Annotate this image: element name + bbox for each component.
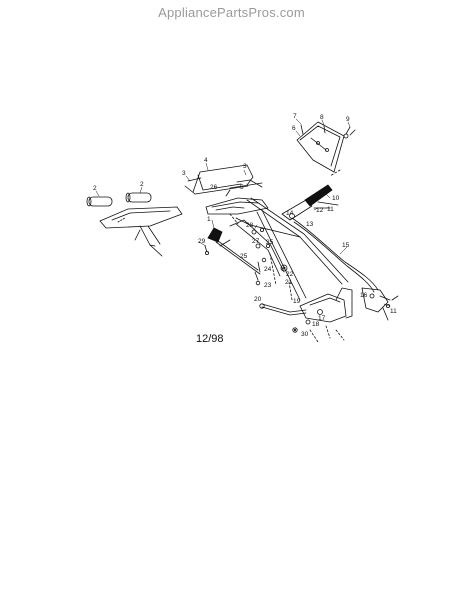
callout-27: 27 [252,238,260,245]
callout-2a: 2 [93,185,97,192]
handle-tube [235,197,349,301]
callout-30: 30 [301,331,309,338]
callout-25b: 25 [266,239,274,246]
callout-4: 4 [204,157,208,164]
cover-plate [296,121,345,173]
callout-24: 24 [264,266,272,273]
callout-8: 8 [320,114,324,121]
callout-25a: 25 [240,253,248,260]
callout-7: 7 [293,113,297,120]
top-screws [300,124,356,139]
callout-11b: 11 [390,308,397,315]
callout-3b: 3 [243,163,247,170]
callout-20: 20 [254,296,262,303]
lower-handlebar [99,206,183,257]
leader-lines [95,118,391,307]
callout-5: 5 [240,184,244,191]
guide-lines [229,169,341,301]
right-pivot [361,287,399,321]
callout-3a: 3 [182,170,186,177]
callout-19: 19 [293,298,301,305]
callout-2b: 2 [140,181,144,188]
washer-22 [280,264,288,272]
handle-grips-left [86,192,152,207]
middle-linkage [229,219,285,286]
callout-16: 16 [360,292,368,299]
callout-23: 23 [264,282,272,289]
callout-13: 13 [306,221,314,228]
left-linkage [204,227,261,275]
callout-28: 28 [246,222,254,229]
date-code: 12/98 [196,333,224,345]
callout-9: 9 [346,116,350,123]
handle-mount [205,189,269,215]
callout-18: 18 [312,321,320,328]
callout-29: 29 [198,238,206,245]
callout-6: 6 [292,125,296,132]
callout-15: 15 [342,242,350,249]
callout-17: 17 [318,315,326,322]
rod-20 [259,303,307,316]
callout-21: 21 [285,279,293,286]
callout-1: 1 [207,216,211,223]
site-watermark: AppliancePartsPros.com [158,5,305,20]
control-cable [291,217,379,293]
bottom-bracket [292,287,353,343]
callout-26: 26 [210,184,218,191]
handle-grip [281,184,339,221]
callout-10: 10 [332,195,340,202]
callout-12: 12 [316,207,324,214]
callout-11a: 11 [327,206,334,213]
callout-labels: 2 2 3 3 4 5 6 7 8 9 10 11 11 12 13 14 15… [93,113,397,338]
callout-22: 22 [286,271,294,278]
callout-14: 14 [286,210,294,217]
handle-bracket [184,164,263,195]
